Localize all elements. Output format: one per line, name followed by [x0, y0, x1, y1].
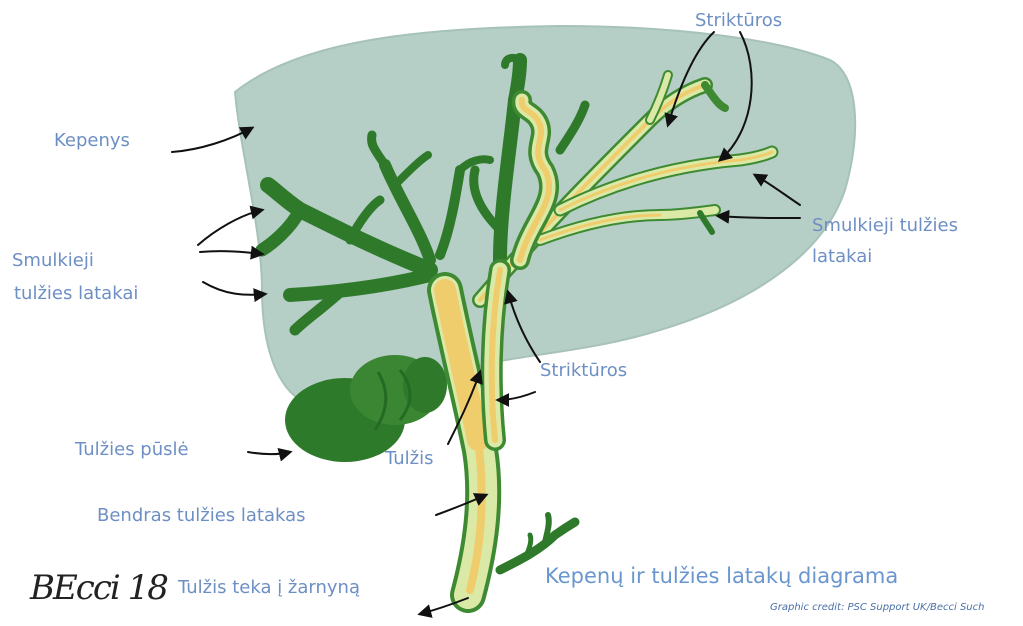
label-small-ducts-left-1: Smulkieji [12, 250, 94, 272]
label-liver: Kepenys [54, 130, 130, 152]
label-strictures-middle: Striktūros [540, 360, 627, 382]
pancreatic-ducts [500, 515, 575, 570]
diagram-title: Kepenų ir tulžies latakų diagrama [545, 565, 898, 587]
artist-signature: BEcci 18 [30, 568, 167, 608]
label-bile-flow: Tulžis teka į žarnyną [178, 577, 360, 599]
label-small-ducts-right-2: latakai [812, 246, 872, 268]
label-gallbladder: Tulžies pūslė [75, 439, 189, 461]
label-common-duct: Bendras tulžies latakas [97, 505, 306, 527]
label-small-ducts-right-1: Smulkieji tulžies [812, 215, 958, 237]
graphic-credit: Graphic credit: PSC Support UK/Becci Suc… [770, 602, 984, 613]
label-strictures-top: Striktūros [695, 10, 782, 32]
label-bile: Tulžis [385, 448, 434, 470]
label-small-ducts-left-2: tulžies latakai [14, 283, 138, 305]
